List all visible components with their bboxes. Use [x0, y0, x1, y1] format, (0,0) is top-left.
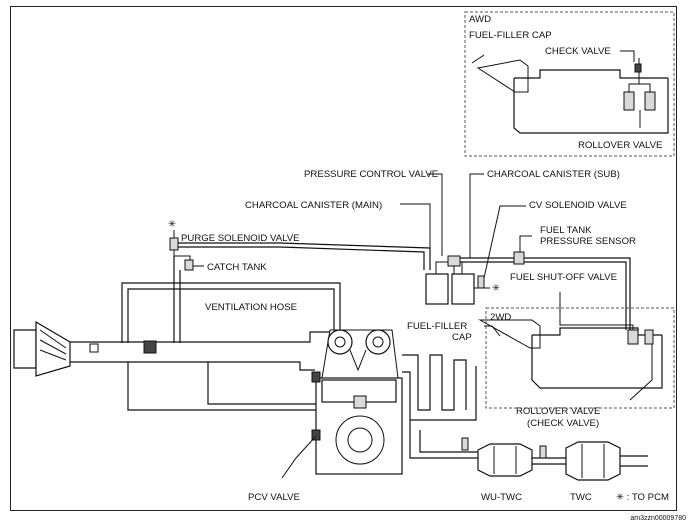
awd-box	[464, 11, 675, 157]
exhaust-pipe	[409, 420, 478, 459]
label-charcoal-canister-main: CHARCOAL CANISTER (MAIN)	[245, 200, 383, 211]
charcoal-canister-main	[425, 273, 449, 305]
purge-line	[178, 242, 431, 270]
twc	[565, 441, 621, 481]
canister-link	[435, 261, 448, 274]
label-awd-fuel-filler-cap: FUEL-FILLER CAP	[469, 30, 552, 41]
label-fuel-shutoff-valve: FUEL SHUT-OFF VALVE	[510, 272, 617, 283]
air-cleaner	[13, 320, 71, 377]
label-awd: AWD	[469, 14, 492, 25]
label-awd-rollover-valve: ROLLOVER VALVE	[578, 140, 663, 151]
tank-vapor-line	[460, 257, 631, 330]
shutoff-leader	[559, 292, 634, 330]
cv-solenoid-valve	[474, 275, 490, 289]
label-fuel-filler: FUEL-FILLER	[407, 321, 468, 332]
figure-id: am3zzn00009780	[630, 515, 686, 522]
label-to-pcm: ✳ : TO PCM	[616, 492, 669, 503]
awd-leader-check	[620, 50, 635, 62]
label-wu-twc: WU-TWC	[481, 492, 523, 503]
lower-line	[127, 362, 316, 411]
charcoal-canister-sub	[451, 273, 475, 305]
label-twc: TWC	[570, 492, 592, 503]
sensor-2	[539, 445, 547, 459]
awd-fuel-tank	[471, 54, 669, 134]
label-fuel-tank: FUEL TANK	[540, 225, 592, 236]
label-awd-check-valve: CHECK VALVE	[545, 46, 611, 57]
label-check-valve-2wd: (CHECK VALVE)	[527, 418, 600, 429]
purge-solenoid-valve	[169, 230, 198, 271]
label-catch-tank: CATCH TANK	[207, 262, 267, 273]
pcv-leader	[281, 435, 317, 479]
pressure-control-valve	[447, 255, 461, 274]
label-asterisk-cv: ✳	[492, 283, 501, 294]
twowd-fuel-tank	[478, 319, 663, 389]
awd-rollover-valve	[623, 58, 656, 111]
label-purge-solenoid-valve: PURGE SOLENOID VALVE	[181, 233, 300, 244]
wu-twc	[477, 443, 533, 477]
label-cap: CAP	[452, 332, 472, 343]
label-2wd: 2WD	[490, 312, 512, 323]
label-charcoal-canister-sub: CHARCOAL CANISTER (SUB)	[487, 169, 620, 180]
label-pcv-valve: PCV VALVE	[248, 492, 300, 503]
rollover-leader	[629, 344, 653, 401]
engine	[311, 329, 403, 475]
exhaust-manifold	[402, 354, 477, 421]
sensor-1	[461, 437, 469, 451]
label-rollover-valve: ROLLOVER VALVE	[516, 406, 601, 417]
label-pressure-control-valve: PRESSURE CONTROL VALVE	[304, 169, 439, 180]
ventilation-hose	[121, 282, 341, 343]
intake-pipe	[70, 331, 330, 371]
twowd-box	[485, 307, 675, 409]
label-pressure-sensor: PRESSURE SENSOR	[540, 236, 636, 247]
label-asterisk-purge: ✳	[168, 219, 177, 230]
label-ventilation-hose: VENTILATION HOSE	[205, 302, 298, 313]
label-cv-solenoid-valve: CV SOLENOID VALVE	[529, 200, 627, 211]
fuel-tank-pressure-sensor	[513, 251, 525, 265]
diagram-frame	[10, 6, 677, 511]
